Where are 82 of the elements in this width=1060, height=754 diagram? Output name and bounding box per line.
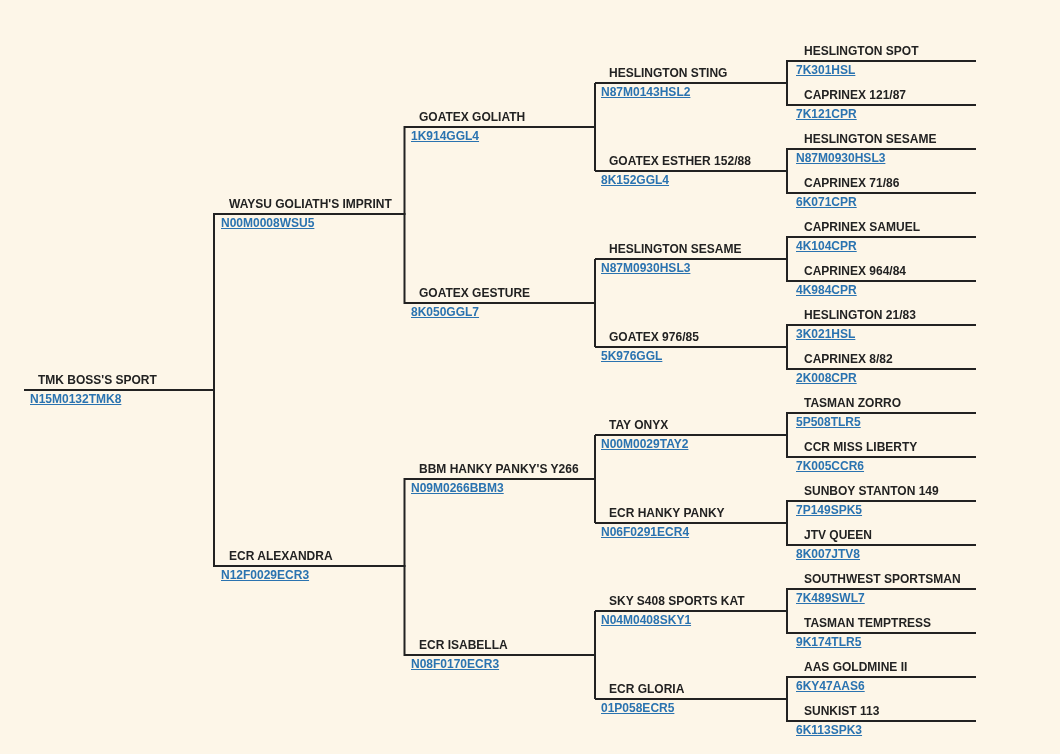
animal-name: GOATEX ESTHER 152/88 [609, 154, 751, 168]
registration-number-link: N08F0170ECR3 [411, 657, 500, 671]
pedigree-bracket-line [783, 500, 791, 524]
pedigree-bracket-line [783, 676, 791, 700]
animal-name: BBM HANKY PANKY'S Y266 [419, 462, 579, 476]
animal-name: AAS GOLDMINE II [804, 660, 908, 674]
animal-name: CAPRINEX 8/82 [804, 352, 893, 366]
animal-name: SUNBOY STANTON 149 [804, 484, 939, 498]
registration-number-link: 2K008CPR [796, 371, 857, 385]
animal-name: GOATEX 976/85 [609, 330, 699, 344]
pedigree-bracket-line [783, 148, 791, 172]
pedigree-bracket-line [403, 565, 406, 656]
animal-name: WAYSU GOLIATH'S IMPRINT [229, 197, 392, 211]
animal-name: ECR HANKY PANKY [609, 506, 725, 520]
registration-number-link: N15M0132TMK8 [30, 392, 122, 406]
registration-number-link: 7K005CCR6 [796, 459, 865, 473]
registration-number-link: N87M0930HSL3 [601, 261, 691, 275]
animal-name: TAY ONYX [609, 418, 669, 432]
pedigree-bracket-line [403, 478, 406, 567]
animal-name: HESLINGTON SESAME [609, 242, 742, 256]
pedigree-bracket-line [783, 170, 791, 194]
animal-name: HESLINGTON SESAME [804, 132, 937, 146]
registration-number-link: 1K914GGL4 [411, 129, 480, 143]
pedigree-bracket-line [783, 522, 791, 546]
animal-name: CAPRINEX 121/87 [804, 88, 907, 102]
animal-name: GOATEX GOLIATH [419, 110, 526, 124]
animal-name: ECR ISABELLA [419, 638, 508, 652]
pedigree-bracket-line [783, 258, 791, 282]
pedigree-bracket-line [783, 698, 791, 722]
registration-number-link: 4K104CPR [796, 239, 857, 253]
registration-number-link: 5P508TLR5 [796, 415, 861, 429]
pedigree-bracket-line [783, 588, 791, 612]
animal-name: HESLINGTON 21/83 [804, 308, 916, 322]
animal-name: JTV QUEEN [804, 528, 872, 542]
registration-number-link: 9K174TLR5 [796, 635, 862, 649]
pedigree-bracket-line [783, 346, 791, 370]
pedigree-bracket-line [783, 60, 791, 84]
registration-number-link: 3K021HSL [796, 327, 856, 341]
animal-name: ECR GLORIA [609, 682, 685, 696]
registration-number-link: 8K050GGL7 [411, 305, 480, 319]
registration-number-link: N06F0291ECR4 [601, 525, 690, 539]
animal-name: HESLINGTON STING [609, 66, 728, 80]
registration-number-link: 7K489SWL7 [796, 591, 865, 605]
registration-number-link: 6K113SPK3 [796, 723, 863, 737]
animal-name: ECR ALEXANDRA [229, 549, 333, 563]
registration-number-link: 01P058ECR5 [601, 701, 675, 715]
animal-name: CAPRINEX 71/86 [804, 176, 900, 190]
animal-name: GOATEX GESTURE [419, 286, 531, 300]
registration-number-link: N87M0930HSL3 [796, 151, 886, 165]
registration-number-link: 8K007JTV8 [796, 547, 861, 561]
registration-number-link: 7K301HSL [796, 63, 856, 77]
pedigree-bracket-line [783, 324, 791, 348]
animal-name: HESLINGTON SPOT [804, 44, 919, 58]
pedigree-bracket-line [783, 236, 791, 260]
animal-name: SUNKIST 113 [804, 704, 880, 718]
registration-number-link: 5K976GGL [601, 349, 663, 363]
registration-number-link: 7P149SPK5 [796, 503, 863, 517]
registration-number-link: 7K121CPR [796, 107, 857, 121]
pedigree-bracket-line [403, 213, 406, 304]
animal-name: CAPRINEX SAMUEL [804, 220, 920, 234]
registration-number-link: N12F0029ECR3 [221, 568, 310, 582]
registration-number-link: N09M0266BBM3 [411, 481, 504, 495]
registration-number-link: 4K984CPR [796, 283, 857, 297]
pedigree-bracket-line [783, 82, 791, 106]
animal-name: TMK BOSS'S SPORT [38, 373, 157, 387]
registration-number-link: N00M0008WSU5 [221, 216, 315, 230]
registration-number-link: N04M0408SKY1 [601, 613, 692, 627]
registration-number-link: 6K071CPR [796, 195, 857, 209]
pedigree-bracket-line [783, 610, 791, 634]
pedigree-bracket-line [403, 126, 406, 215]
registration-number-link: 8K152GGL4 [601, 173, 670, 187]
registration-number-link: N00M0029TAY2 [601, 437, 689, 451]
registration-number-link: N87M0143HSL2 [601, 85, 691, 99]
animal-name: TASMAN TEMPTRESS [804, 616, 932, 630]
animal-name: TASMAN ZORRO [804, 396, 902, 410]
animal-name: SOUTHWEST SPORTSMAN [804, 572, 961, 586]
animal-name: CAPRINEX 964/84 [804, 264, 907, 278]
pedigree-bracket-line [783, 434, 791, 458]
pedigree-bracket-line [783, 412, 791, 436]
registration-number-link: 6KY47AAS6 [796, 679, 865, 693]
animal-name: SKY S408 SPORTS KAT [609, 594, 745, 608]
animal-name: CCR MISS LIBERTY [804, 440, 918, 454]
